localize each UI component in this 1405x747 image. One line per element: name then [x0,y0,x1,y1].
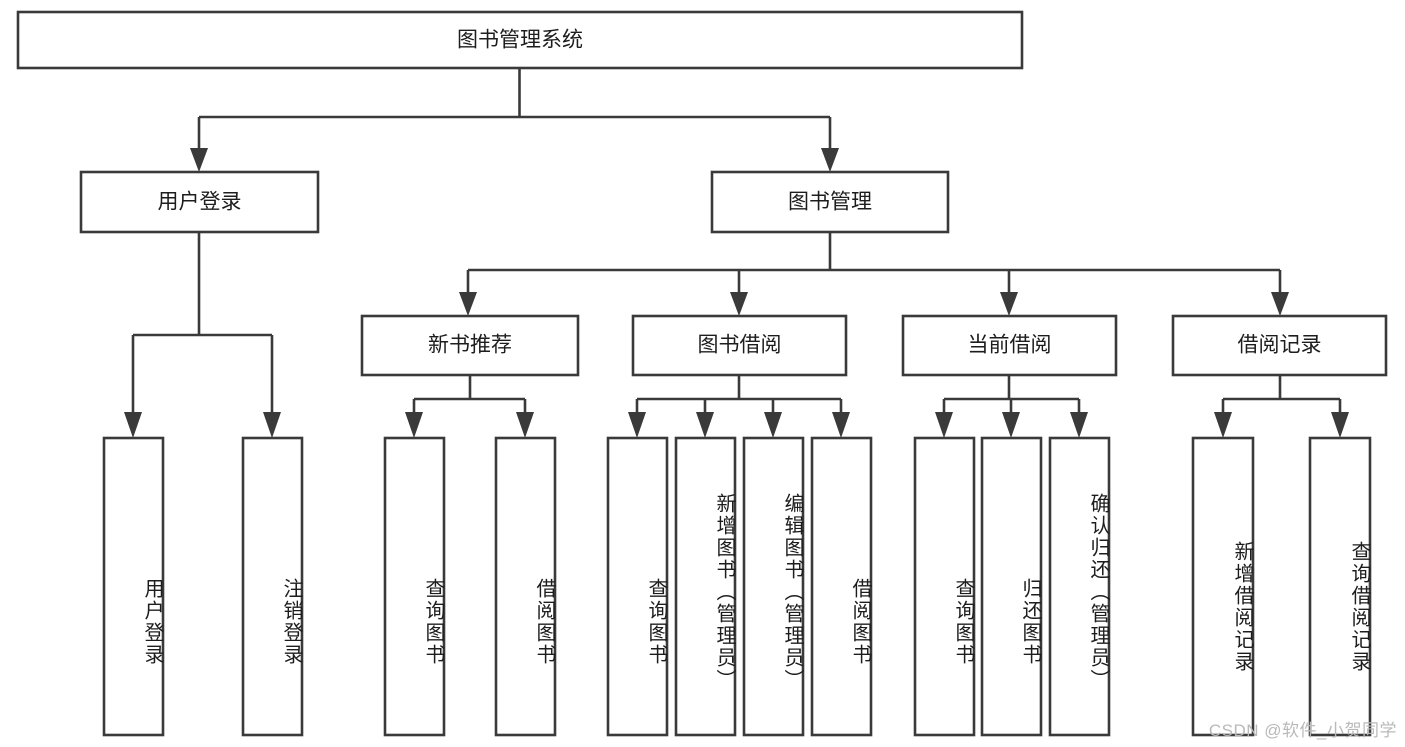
csdn-watermark: CSDN @软件_小贺同学 [1208,721,1397,740]
node-leaf-bb-add-book[interactable] [674,436,737,737]
arrow-head-leaf-nb-query [405,412,423,438]
node-book-borrow[interactable] [631,314,848,377]
horizontal-labels-group: 图书管理系统 用户登录 图书管理 新书推荐 图书借阅 当前借阅 借阅记录 [158,29,1322,357]
node-book-management[interactable] [710,170,950,234]
arrow-head-borrow-records [1271,292,1289,316]
arrow-head-leaf-cb-return [1002,412,1020,438]
node-new-book-recommend[interactable] [360,314,580,377]
arrow-head-current-borrow [1000,292,1018,316]
arrow-head-leaf-cb-confirm [1070,412,1088,438]
node-boxes-group [16,10,1388,737]
node-user-login[interactable] [79,170,320,234]
node-leaf-user-login[interactable] [102,436,165,737]
arrow-head-leaf-br-add [1214,412,1232,438]
label-book-borrow: 图书借阅 [698,334,782,357]
node-borrow-records[interactable] [1171,314,1388,377]
arrow-head-leaf-bb-edit [764,412,782,438]
arrow-head-leaf-br-query [1331,412,1349,438]
arrow-head-leaf-bb-add [696,412,714,438]
arrow-heads-group [124,148,1349,438]
node-leaf-br-add-record[interactable] [1191,436,1255,737]
arrow-head-new-book [459,292,477,316]
label-new-book-recommend: 新书推荐 [428,334,512,357]
arrow-head-leaf-user-login [124,412,142,438]
label-current-borrow: 当前借阅 [968,334,1052,357]
connectors-group [131,68,1342,414]
node-leaf-bb-borrow-book[interactable] [810,436,873,737]
node-leaf-cb-return-book[interactable] [980,436,1043,737]
label-borrow-records: 借阅记录 [1238,334,1322,357]
label-book-management: 图书管理 [788,191,872,214]
label-root: 图书管理系统 [457,29,583,52]
node-leaf-nb-query-book[interactable] [383,436,446,737]
arrow-head-leaf-cb-query [935,412,953,438]
node-leaf-logout[interactable] [241,436,304,737]
arrow-head-book-borrow [730,292,748,316]
node-leaf-cb-confirm-return[interactable] [1048,436,1111,737]
node-root-book-management-system[interactable] [16,10,1024,70]
arrow-head-leaf-logout [263,412,281,438]
node-leaf-cb-query-book[interactable] [913,436,976,737]
arrow-head-leaf-bb-borrow [832,412,850,438]
node-leaf-bb-query-book[interactable] [606,436,669,737]
arrow-head-book-manage [821,148,839,172]
node-leaf-bb-edit-book[interactable] [742,436,805,737]
arrow-head-leaf-nb-borrow [516,412,534,438]
arrow-head-leaf-bb-query [628,412,646,438]
node-current-borrow[interactable] [901,314,1118,377]
node-leaf-br-query-record[interactable] [1308,436,1372,737]
label-user-login: 用户登录 [158,191,242,214]
arrow-head-user-login [190,148,208,172]
node-leaf-nb-borrow-book[interactable] [494,436,557,737]
